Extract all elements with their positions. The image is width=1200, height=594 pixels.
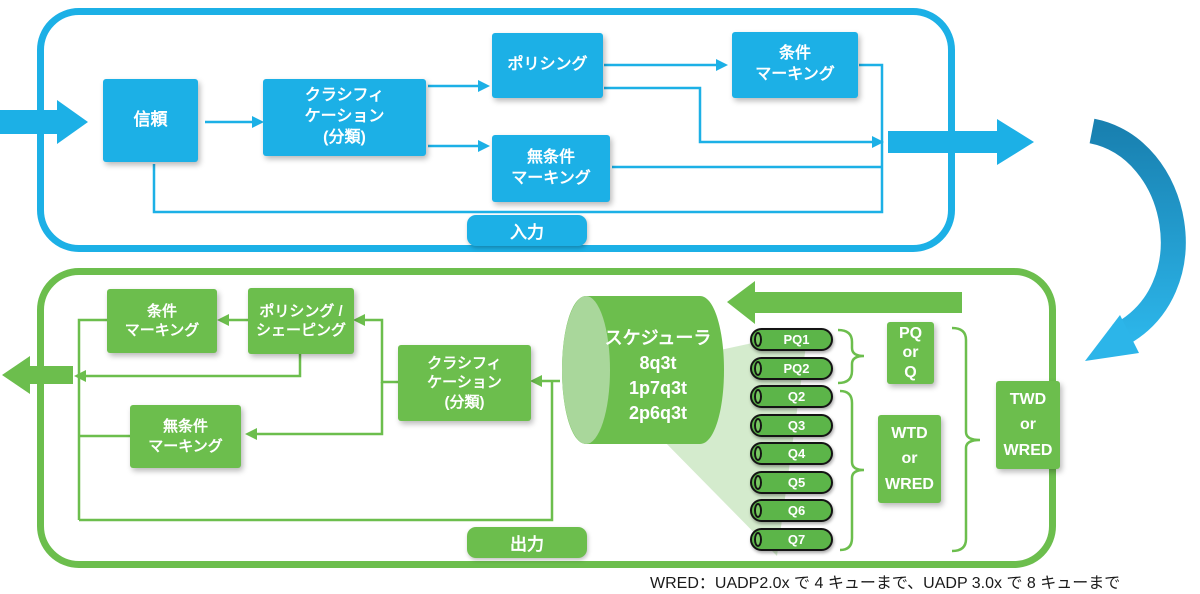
policing-shaping-box: ポリシング / シェーピング xyxy=(248,288,354,354)
queue-pill: Q4 xyxy=(750,442,833,465)
input-section-label: 入力 xyxy=(467,215,587,246)
arrowhead-icon xyxy=(478,140,490,152)
trust-box: 信頼 xyxy=(103,79,198,162)
arrowhead-icon xyxy=(74,370,86,382)
output-exit-arrow-icon xyxy=(2,356,73,394)
input-conditional-marking-box: 条件 マーキング xyxy=(732,32,858,98)
queue-pill: PQ2 xyxy=(750,357,833,380)
queue-label: Q3 xyxy=(787,418,806,433)
wtd-or-wred-box: WTD or WRED xyxy=(878,415,941,503)
queue-label: Q2 xyxy=(787,389,806,404)
wire-classification-to-policing-shaping xyxy=(365,318,398,384)
arrowhead-icon xyxy=(530,375,542,387)
brace-twd-group-icon xyxy=(951,326,981,553)
output-conditional-marking-box: 条件 マーキング xyxy=(107,289,217,353)
input-entry-arrow-icon xyxy=(0,100,88,144)
curved-arrowhead-icon xyxy=(1085,315,1139,361)
pill-cap-icon xyxy=(754,503,762,518)
arrowhead-icon xyxy=(872,136,884,148)
queue-pill: PQ1 xyxy=(750,328,833,351)
wire-bottom-bypass xyxy=(79,381,554,522)
pill-cap-icon xyxy=(754,418,762,433)
input-classification-box: クラシフィ ケーション (分類) xyxy=(263,79,426,156)
arrowhead-icon xyxy=(252,116,264,128)
pill-cap-icon xyxy=(754,389,762,404)
pq-or-q-box: PQ or Q xyxy=(887,322,934,384)
input-exit-arrow-icon xyxy=(888,119,1034,165)
twd-or-wred-box: TWD or WRED xyxy=(996,381,1060,469)
scheduler-mode: 2p6q3t xyxy=(628,403,688,423)
output-classification-box: クラシフィ ケーション (分類) xyxy=(398,345,531,421)
pill-cap-icon xyxy=(754,332,762,347)
pill-cap-icon xyxy=(754,361,762,376)
brace-pq-group-icon xyxy=(837,328,865,385)
queue-pill: Q6 xyxy=(750,499,833,522)
wire-conditional-and-trust-bypass xyxy=(152,63,884,214)
queue-label: PQ1 xyxy=(783,332,810,347)
wire-policing-to-exit xyxy=(604,86,872,144)
scheduler-title: スケジューラ xyxy=(604,328,712,348)
queue-label: PQ2 xyxy=(783,361,810,376)
scheduler-mode: 1p7q3t xyxy=(628,378,688,398)
output-entry-arrow-icon xyxy=(727,281,962,324)
queue-pill: Q5 xyxy=(750,471,833,494)
queue-pill: Q2 xyxy=(750,385,833,408)
arrowhead-icon xyxy=(478,80,490,92)
queue-label: Q5 xyxy=(787,475,806,490)
queue-label: Q7 xyxy=(787,532,806,547)
policing-box: ポリシング xyxy=(492,33,603,98)
pill-cap-icon xyxy=(754,532,762,547)
scheduler-text: スケジューラ 8q3t 1p7q3t 2p6q3t xyxy=(592,326,724,426)
pill-cap-icon xyxy=(754,475,762,490)
brace-wtd-group-icon xyxy=(839,389,865,552)
queue-label: Q4 xyxy=(787,446,806,461)
output-section-label: 出力 xyxy=(467,527,587,558)
queue-pill: Q7 xyxy=(750,528,833,551)
pill-cap-icon xyxy=(754,446,762,461)
queue-pill: Q3 xyxy=(750,414,833,437)
wred-caption: WRED：UADP2.0x で 4 キューまで、UADP 3.0x で 8 キュ… xyxy=(650,575,1121,592)
output-unconditional-marking-box: 無条件 マーキング xyxy=(130,405,241,468)
queue-label: Q6 xyxy=(787,503,806,518)
arrowhead-icon xyxy=(217,314,229,326)
arrowhead-icon xyxy=(716,59,728,71)
wire-left-trunk xyxy=(77,318,107,520)
section-link-curved-arrow-icon xyxy=(1088,118,1186,348)
scheduler-cylinder-cap xyxy=(562,296,610,444)
arrowhead-icon xyxy=(245,428,257,440)
wire-shaping-bypass-to-exit xyxy=(86,354,302,378)
scheduler-mode: 8q3t xyxy=(639,353,677,373)
input-unconditional-marking-box: 無条件 マーキング xyxy=(492,135,610,202)
arrowhead-icon xyxy=(353,314,365,326)
wire-classification-to-unconditional xyxy=(257,382,384,436)
